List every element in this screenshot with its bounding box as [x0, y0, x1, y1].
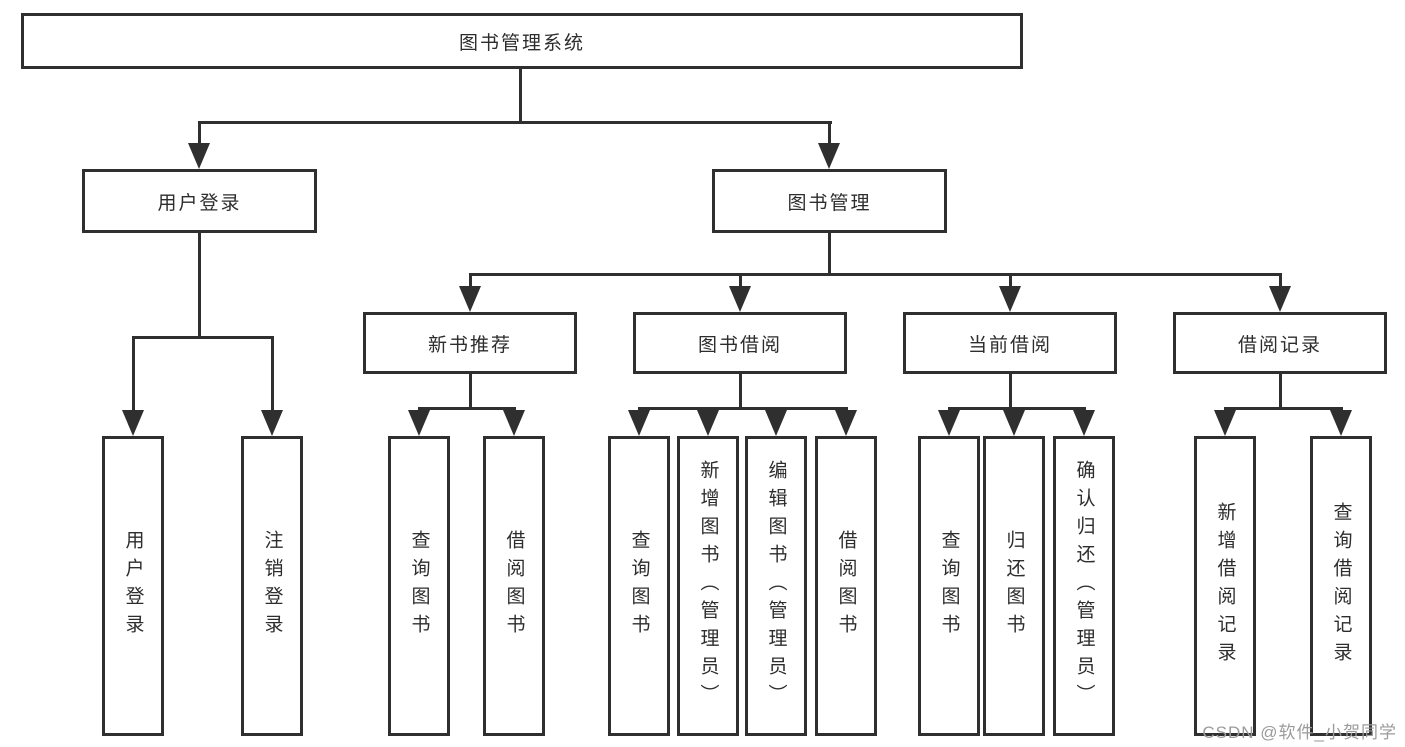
arrow-down-icon [1073, 410, 1095, 436]
arrow-down-icon [628, 410, 650, 436]
node-user-login-leaf: 用户登录 [102, 436, 164, 736]
connector-level3-drop [1009, 273, 1012, 290]
connector-borrow-record-stem [1279, 374, 1282, 409]
connector-user-login-drop [198, 121, 201, 147]
arrow-down-icon [835, 410, 857, 436]
node-label: 借阅图书 [835, 530, 857, 642]
connector-book-management-stem [828, 233, 831, 275]
arrow-down-icon [261, 410, 283, 436]
arrow-down-icon [503, 410, 525, 436]
connector-new-book-recommend-stem [469, 374, 472, 409]
csdn-watermark: CSDN @软件_小贺同学 [1202, 723, 1397, 742]
connector-level3-drop [1279, 273, 1282, 290]
node-label: 注销登录 [261, 530, 283, 642]
arrow-down-icon [999, 286, 1021, 312]
arrow-down-icon [188, 143, 210, 169]
arrow-down-icon [459, 286, 481, 312]
node-book-borrow: 图书借阅 [633, 312, 847, 374]
arrow-down-icon [1269, 286, 1291, 312]
node-library-management-system: 图书管理系统 [21, 13, 1023, 69]
node-label: 查询图书 [938, 530, 960, 642]
node-confirm-return-admin: 确认归还（管理员） [1053, 436, 1115, 736]
node-label: 用户登录 [122, 530, 144, 642]
connector-user-login-stem [198, 233, 201, 338]
node-return-books: 归还图书 [983, 436, 1045, 736]
node-current-borrow: 当前借阅 [903, 312, 1117, 374]
connector-borrow-record-children-horizontal [1224, 407, 1343, 410]
connector-level2-horizontal [198, 121, 832, 124]
connector-current-borrow-children-horizontal [948, 407, 1086, 410]
node-query-borrow-record: 查询借阅记录 [1310, 436, 1372, 736]
node-book-management: 图书管理 [712, 169, 947, 233]
node-label: 归还图书 [1003, 530, 1025, 642]
connector-level3-horizontal [469, 273, 1282, 276]
node-borrow-books-under-borrow: 借阅图书 [815, 436, 877, 736]
connector-new-book-recommend-children-horizontal [418, 407, 516, 410]
connector-book-borrow-stem [739, 374, 742, 409]
connector-book-management-drop [828, 121, 831, 147]
node-label: 借阅记录 [1237, 334, 1322, 356]
node-user-login: 用户登录 [82, 169, 317, 233]
arrow-down-icon [122, 410, 144, 436]
arrow-down-icon [408, 410, 430, 436]
node-label: 用户登录 [157, 192, 242, 214]
connector-level3-drop [469, 273, 472, 290]
node-add-books-admin: 新增图书（管理员） [677, 436, 739, 736]
node-borrow-record: 借阅记录 [1173, 312, 1387, 374]
arrow-down-icon [765, 410, 787, 436]
connector-leaf-drop [132, 336, 135, 416]
node-query-books-under-current: 查询图书 [918, 436, 980, 736]
node-add-borrow-record: 新增借阅记录 [1194, 436, 1256, 736]
connector-root-stem [519, 69, 522, 124]
node-logout-leaf: 注销登录 [241, 436, 303, 736]
node-label: 图书管理系统 [458, 32, 585, 54]
node-label: 新书推荐 [427, 334, 512, 356]
node-new-book-recommend: 新书推荐 [363, 312, 577, 374]
node-label: 查询图书 [408, 530, 430, 642]
node-label: 图书借阅 [697, 334, 782, 356]
arrow-down-icon [1003, 410, 1025, 436]
node-query-books-under-borrow: 查询图书 [608, 436, 670, 736]
arrow-down-icon [729, 286, 751, 312]
node-edit-books-admin: 编辑图书（管理员） [745, 436, 807, 736]
connector-level3-drop [739, 273, 742, 290]
node-query-books-under-recommend: 查询图书 [388, 436, 450, 736]
node-label: 查询借阅记录 [1330, 502, 1352, 670]
node-label: 确认归还（管理员） [1073, 460, 1095, 712]
connector-book-borrow-children-horizontal [638, 407, 848, 410]
node-label: 编辑图书（管理员） [765, 460, 787, 712]
node-label: 新增图书（管理员） [697, 460, 719, 712]
arrow-down-icon [938, 410, 960, 436]
connector-current-borrow-stem [1009, 374, 1012, 409]
node-label: 图书管理 [787, 192, 872, 214]
arrow-down-icon [1214, 410, 1236, 436]
node-label: 查询图书 [628, 530, 650, 642]
connector-user-login-children-horizontal [132, 336, 274, 339]
node-label: 借阅图书 [503, 530, 525, 642]
connector-leaf-drop [271, 336, 274, 416]
node-label: 新增借阅记录 [1214, 502, 1236, 670]
node-label: 当前借阅 [967, 334, 1052, 356]
arrow-down-icon [697, 410, 719, 436]
arrow-down-icon [1330, 410, 1352, 436]
arrow-down-icon [818, 143, 840, 169]
node-borrow-books-under-recommend: 借阅图书 [483, 436, 545, 736]
